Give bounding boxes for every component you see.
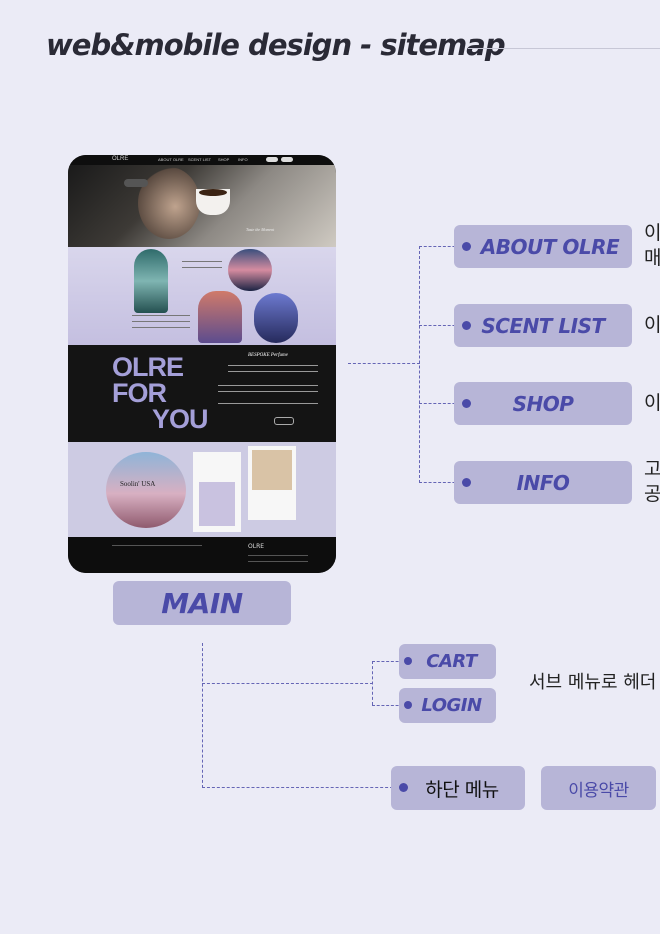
- mock-hero-tag: [124, 179, 148, 187]
- connector-dot: [399, 783, 408, 792]
- mock-nav-item: SCENT LIST: [188, 157, 212, 162]
- connector-line: [419, 246, 465, 247]
- mock-product-card: [248, 446, 296, 520]
- mock-shop-section: Soolin' USA: [68, 442, 336, 537]
- connector-line: [202, 787, 398, 788]
- mock-footer-logo: OLRE: [248, 543, 265, 550]
- mock-scent-list: [68, 247, 336, 345]
- mock-circle-image: [106, 452, 186, 528]
- submenu-cart: CART: [399, 644, 496, 679]
- connector-dot: [404, 657, 412, 665]
- menu-shop: SHOP: [454, 382, 632, 425]
- mock-footer: OLRE: [68, 537, 336, 573]
- page-title: web&mobile design - sitemap: [46, 28, 506, 62]
- title-divider: [468, 48, 660, 49]
- menu-about-olre: ABOUT OLRE: [454, 225, 632, 268]
- connector-line: [419, 403, 465, 404]
- connector-dot: [462, 478, 471, 487]
- menu-info: INFO: [454, 461, 632, 504]
- main-page-screenshot: OLRE ABOUT OLRE SCENT LIST SHOP INFO Tas…: [68, 155, 336, 573]
- menu-label: SHOP: [512, 391, 574, 416]
- footer-menu-label: 하단 메뉴: [425, 778, 499, 801]
- mock-brand-word: YOU: [152, 404, 209, 434]
- connector-line: [419, 325, 465, 326]
- connector-dot: [404, 701, 412, 709]
- mock-login-pill: [281, 157, 293, 162]
- mock-hero-person: [138, 167, 200, 239]
- mock-button: [274, 417, 294, 425]
- connector-dot: [462, 321, 471, 330]
- mock-image: [198, 291, 242, 343]
- mock-hero-caption: Taste the Moment: [246, 227, 275, 232]
- menu-label: SCENT LIST: [481, 313, 605, 338]
- submenu-description: 서브 메뉴로 헤더: [529, 672, 657, 693]
- submenu-login: LOGIN: [399, 688, 496, 723]
- submenu-label: CART: [426, 651, 477, 672]
- mock-brand-section: OLRE FOR YOU BESPOKE Perfume: [68, 345, 336, 442]
- mock-cart-pill: [266, 157, 278, 162]
- mock-circle-title: Soolin' USA: [120, 480, 156, 488]
- menu-label: ABOUT OLRE: [480, 234, 620, 259]
- mock-nav: OLRE ABOUT OLRE SCENT LIST SHOP INFO: [68, 155, 336, 165]
- terms-box: 이용약관: [541, 766, 656, 810]
- main-box: MAIN: [113, 581, 291, 625]
- connector-dot: [462, 399, 471, 408]
- connector-dot: [462, 242, 471, 251]
- mock-image: [228, 249, 272, 291]
- submenu-label: LOGIN: [421, 695, 482, 716]
- mock-image: [134, 249, 168, 313]
- menu-description: 고 공: [644, 458, 660, 505]
- connector-line: [372, 661, 408, 662]
- mock-nav-item: ABOUT OLRE: [158, 157, 184, 162]
- mock-bespoke: BESPOKE Perfume: [248, 353, 288, 358]
- mock-hero: Taste the Moment: [68, 165, 336, 247]
- footer-menu-box: 하단 메뉴: [391, 766, 525, 810]
- connector-line: [348, 363, 420, 364]
- mock-coffee: [199, 189, 227, 196]
- mock-brand-word: OLRE: [112, 352, 184, 382]
- menu-description: 이: [644, 314, 660, 336]
- connector-line: [202, 643, 203, 788]
- menu-label: INFO: [516, 470, 570, 495]
- mock-product-card: [193, 452, 241, 532]
- connector-line: [419, 246, 420, 483]
- menu-scent-list: SCENT LIST: [454, 304, 632, 347]
- mock-image: [254, 293, 298, 343]
- connector-line: [372, 705, 408, 706]
- mock-logo: OLRE: [112, 156, 129, 162]
- menu-description: 이 매: [644, 222, 660, 269]
- connector-line: [202, 683, 373, 684]
- menu-description: 이: [644, 392, 660, 414]
- mock-brand-word: FOR: [112, 378, 167, 408]
- mock-nav-item: SHOP: [218, 157, 230, 162]
- terms-label: 이용약관: [568, 780, 629, 801]
- connector-line: [372, 661, 373, 705]
- connector-line: [419, 482, 465, 483]
- mock-nav-item: INFO: [238, 157, 248, 162]
